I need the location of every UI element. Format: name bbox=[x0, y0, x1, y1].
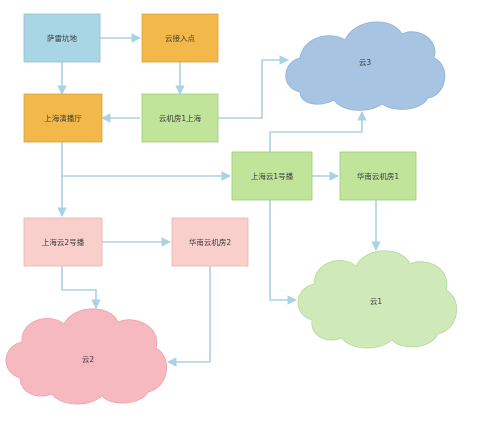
node-n6[interactable]: 华南云机房1 bbox=[339, 151, 417, 201]
node-n5[interactable]: 上海云1号播 bbox=[231, 151, 313, 201]
node-n1-label: 萨雷坑地 bbox=[47, 33, 77, 43]
node-n4[interactable]: 云机房1上海 bbox=[141, 93, 219, 143]
cloud-3: 云3 bbox=[285, 21, 446, 111]
node-n1[interactable]: 萨雷坑地 bbox=[23, 13, 101, 63]
node-n3[interactable]: 上海演播厅 bbox=[23, 93, 103, 143]
cloud-1-shape bbox=[297, 250, 458, 349]
node-n2-box bbox=[141, 13, 219, 63]
node-n6-label: 华南云机房1 bbox=[357, 171, 399, 181]
node-n8[interactable]: 华南云机房2 bbox=[171, 217, 249, 267]
connectors bbox=[57, 33, 381, 367]
edge-n8-c2 bbox=[167, 266, 211, 367]
cloud-2: 云2 bbox=[5, 308, 168, 405]
node-n3-box bbox=[23, 93, 103, 143]
node-n8-box bbox=[171, 217, 249, 267]
node-n8-label: 华南云机房2 bbox=[189, 237, 231, 247]
cloud-1: 云1 bbox=[297, 250, 458, 349]
node-n4-label: 云机房1上海 bbox=[159, 113, 202, 123]
node-n5-label: 上海云1号播 bbox=[251, 171, 294, 181]
node-n1-box bbox=[23, 13, 101, 63]
edge-n5-c3 bbox=[269, 111, 367, 152]
cloud-2-shape bbox=[5, 308, 168, 405]
cloud-3-label: 云3 bbox=[359, 58, 371, 67]
node-n4-box bbox=[141, 93, 219, 143]
node-n2[interactable]: 云接入点 bbox=[141, 13, 219, 63]
node-n7-label: 上海云2号播 bbox=[42, 237, 85, 247]
node-n6-box bbox=[339, 151, 417, 201]
edge-n3-n5 bbox=[61, 142, 231, 181]
node-n7[interactable]: 上海云2号播 bbox=[23, 217, 103, 267]
node-n7-box bbox=[23, 217, 103, 267]
edge-n5-c1 bbox=[269, 200, 297, 305]
cloud-1-label: 云1 bbox=[370, 297, 382, 306]
edge-n7-c2 bbox=[61, 266, 101, 309]
node-n3-label: 上海演播厅 bbox=[44, 113, 82, 123]
cloud-2-label: 云2 bbox=[82, 355, 94, 364]
cloud-3-shape bbox=[285, 21, 446, 111]
node-n2-label: 云接入点 bbox=[165, 33, 195, 43]
edge-n4-c3 bbox=[218, 55, 289, 119]
node-n5-box bbox=[231, 151, 313, 201]
